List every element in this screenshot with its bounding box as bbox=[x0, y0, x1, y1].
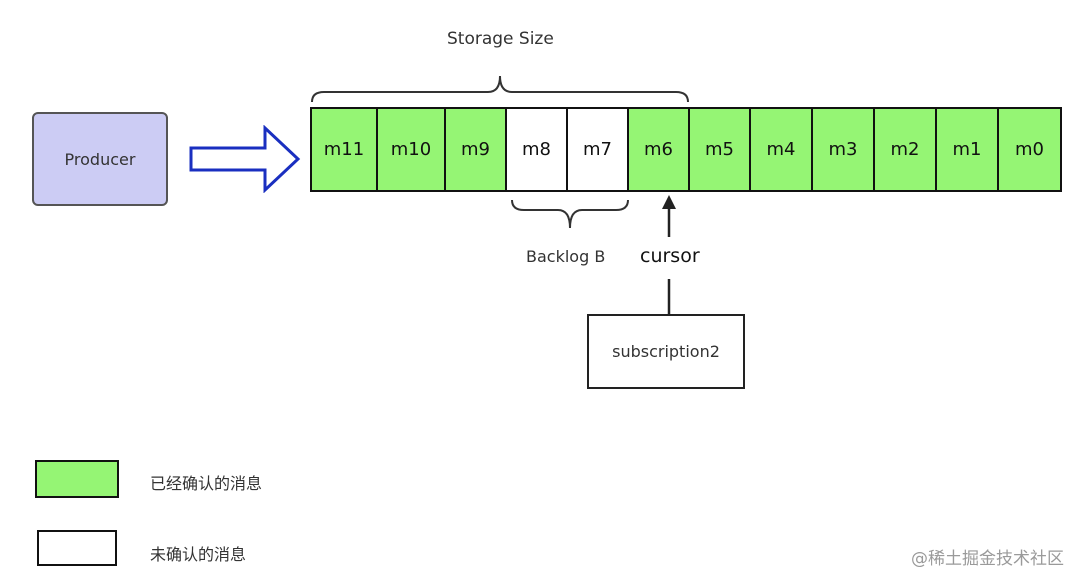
storage-size-brace bbox=[311, 75, 689, 103]
message-label: m10 bbox=[390, 139, 432, 160]
message-queue: m11 m10 m9 m8 m7 m6 m5 m4 m3 m2 m1 m0 bbox=[310, 107, 1062, 192]
message-label: m1 bbox=[952, 139, 982, 160]
message-label: m6 bbox=[644, 139, 673, 160]
message-label: m4 bbox=[766, 139, 796, 160]
legend-unacked-label: 未确认的消息 bbox=[150, 545, 247, 564]
storage-size-label: Storage Size bbox=[447, 29, 554, 49]
backlog-brace bbox=[511, 199, 629, 229]
watermark: @稀土掘金技术社区 bbox=[911, 549, 1064, 569]
legend-unacked-swatch bbox=[37, 530, 117, 566]
message-label: m2 bbox=[890, 139, 920, 160]
message-label: m3 bbox=[828, 139, 858, 160]
message-cell-m10: m10 bbox=[378, 109, 446, 190]
message-cell-m3: m3 bbox=[813, 109, 875, 190]
message-cell-m5: m5 bbox=[690, 109, 751, 190]
message-cell-m11: m11 bbox=[312, 109, 378, 190]
backlog-label: Backlog B bbox=[526, 247, 606, 266]
message-cell-m2: m2 bbox=[875, 109, 937, 190]
message-cell-m4: m4 bbox=[751, 109, 813, 190]
subscription-label: subscription2 bbox=[612, 342, 720, 361]
message-cell-m9: m9 bbox=[446, 109, 507, 190]
message-label: m9 bbox=[461, 139, 490, 160]
message-label: m0 bbox=[1015, 139, 1044, 160]
cursor-label: cursor bbox=[640, 245, 700, 267]
legend-acked-label: 已经确认的消息 bbox=[150, 474, 263, 493]
message-label: m7 bbox=[583, 139, 612, 160]
message-cell-m7: m7 bbox=[568, 109, 629, 190]
message-label: m8 bbox=[522, 139, 551, 160]
message-cell-m8: m8 bbox=[507, 109, 568, 190]
message-cell-m6: m6 bbox=[629, 109, 690, 190]
message-label: m11 bbox=[323, 139, 365, 160]
cursor-arrow-icon bbox=[662, 195, 676, 315]
message-cell-m1: m1 bbox=[937, 109, 999, 190]
subscription-box: subscription2 bbox=[587, 314, 745, 389]
message-label: m5 bbox=[705, 139, 734, 160]
producer-label: Producer bbox=[64, 149, 136, 169]
produce-arrow-icon bbox=[189, 125, 301, 193]
legend-acked-swatch bbox=[35, 460, 119, 498]
producer-box: Producer bbox=[32, 112, 168, 206]
message-cell-m0: m0 bbox=[999, 109, 1060, 190]
